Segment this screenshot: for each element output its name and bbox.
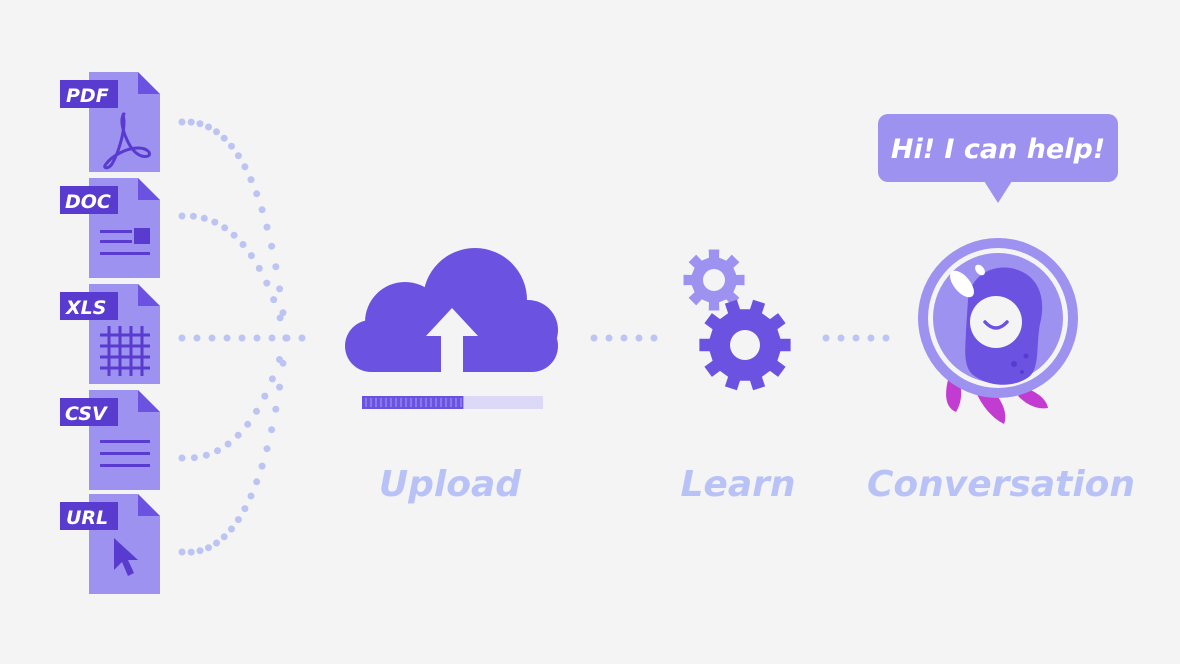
file-icon-csv: CSV bbox=[60, 390, 160, 490]
file-label-url: URL bbox=[66, 507, 108, 529]
file-connector-dots bbox=[178, 118, 306, 556]
file-label-pdf: PDF bbox=[66, 85, 109, 107]
upload-arrow-icon bbox=[426, 308, 478, 372]
speech-bubble: Hi! I can help! bbox=[878, 114, 1118, 203]
file-label-doc: DOC bbox=[65, 191, 111, 213]
file-icon-xls: XLS bbox=[60, 284, 160, 384]
pdf-icon bbox=[103, 112, 151, 170]
stage-label-conversation: Conversation bbox=[867, 464, 1135, 505]
upload-progress-bar bbox=[362, 396, 543, 409]
cloud-upload-icon bbox=[345, 248, 558, 372]
connector-dots-upload-learn bbox=[590, 334, 658, 342]
cursor-arrow-icon bbox=[114, 538, 138, 576]
file-icon-pdf: PDF bbox=[60, 72, 160, 172]
speech-bubble-text: Hi! I can help! bbox=[891, 134, 1105, 165]
file-icon-doc: DOC bbox=[60, 178, 160, 278]
small-gear-icon bbox=[683, 249, 745, 311]
octopus-mascot-icon bbox=[918, 238, 1078, 424]
stage-label-upload: Upload bbox=[379, 464, 522, 505]
grid-icon bbox=[100, 326, 150, 376]
document-lines-icon bbox=[100, 228, 150, 255]
stage-label-learn: Learn bbox=[680, 464, 795, 505]
file-label-csv: CSV bbox=[65, 403, 108, 425]
file-label-xls: XLS bbox=[65, 297, 106, 319]
gears-icon bbox=[683, 249, 791, 391]
large-gear-icon bbox=[699, 299, 791, 391]
file-icon-url: URL bbox=[60, 494, 160, 594]
upload-progress-fill bbox=[362, 396, 464, 409]
text-lines-icon bbox=[100, 440, 150, 467]
connector-dots-learn-conversation bbox=[822, 334, 890, 342]
